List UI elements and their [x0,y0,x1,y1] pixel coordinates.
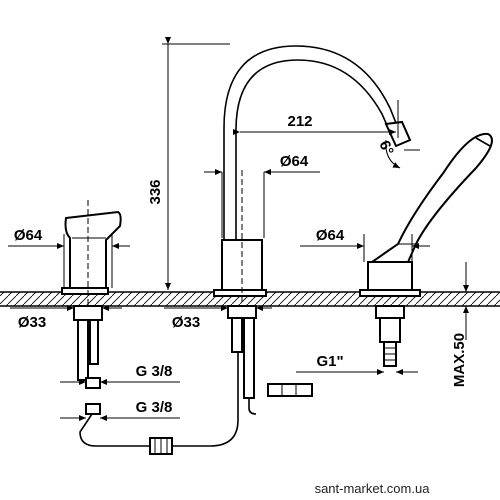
dim-reach: 212 [233,100,399,138]
dim-dia64-left: Ø64 [8,227,130,288]
connector-hose [108,330,239,455]
dim-height: 336 [147,37,230,290]
left-valve-handle [61,200,122,330]
dim-max50-label: MAX.50 [451,333,468,387]
dim-reach-label: 212 [287,113,312,130]
dim-height-label: 336 [147,179,164,204]
dim-g38-lower-label: G 3/8 [136,399,173,416]
dim-angle-label: 6° [375,138,396,158]
hand-shower-pipes [267,305,405,397]
dim-g38-upper: G 3/8 [60,363,180,385]
watermark-text: sant-market.com.ua [315,481,431,496]
dim-dia33-center: Ø33 [164,305,272,331]
dim-max50: MAX.50 [451,262,469,387]
hand-shower [359,132,493,297]
dim-dia64-right: Ø64 [300,227,430,262]
dim-dia33-center-label: Ø33 [172,314,200,331]
dim-dia33-left: Ø33 [10,305,122,331]
left-valve-pipes [73,305,108,447]
dim-angle: 6° [375,138,420,169]
dim-dia64-spout-label: Ø64 [280,153,309,170]
dim-dia64-right-label: Ø64 [316,227,345,244]
dim-dia64-left-label: Ø64 [14,227,43,244]
dim-dia33-left-label: Ø33 [18,314,46,331]
dim-g1-label: G1" [316,353,343,370]
dim-g38-lower: G 3/8 [60,399,180,421]
spout-pipes [227,305,257,415]
dim-g38-upper-label: G 3/8 [136,363,173,380]
dim-g1: G1" [296,353,418,375]
dim-dia64-spout: Ø64 [204,153,320,238]
spout [213,45,412,330]
